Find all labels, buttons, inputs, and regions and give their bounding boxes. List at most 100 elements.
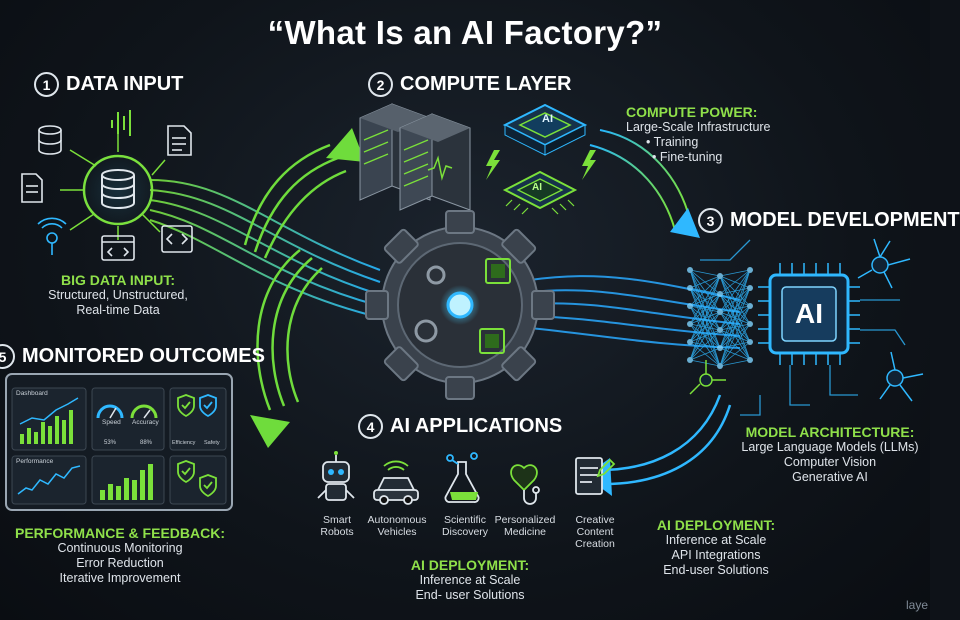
neural-node [687, 285, 693, 291]
database-icon [101, 169, 135, 209]
data-input-line-1: Structured, Unstructured, [48, 288, 188, 302]
neural-node [687, 321, 693, 327]
neural-link [719, 287, 751, 367]
gauge-value-speed: 53% [104, 440, 117, 446]
compute-power-heading: COMPUTE POWER: [626, 104, 758, 120]
model-architecture-description: MODEL ARCHITECTURE: Large Language Model… [730, 424, 930, 485]
performance-line-2: Error Reduction [76, 556, 164, 570]
compute-line-1: Large-Scale Infrastructure [626, 120, 771, 134]
code-box-icon [161, 225, 193, 253]
ai-applications-heading: 4 AI APPLICATIONS [358, 414, 562, 439]
neural-node [747, 321, 753, 327]
app-label-line: Content [576, 526, 614, 538]
performance-line-1: Continuous Monitoring [57, 541, 183, 555]
sensor-icon [37, 217, 67, 255]
data-input-heading: 1 DATA INPUT [34, 72, 183, 97]
neural-link [689, 275, 721, 361]
lightning-icon [486, 150, 596, 180]
model-architecture-heading: MODEL ARCHITECTURE: [745, 424, 915, 440]
app-label-line: Discovery [441, 526, 489, 538]
ai-chip-large [502, 103, 588, 156]
flask-icon [444, 452, 480, 503]
performance-line-3: Iterative Improvement [59, 571, 181, 585]
data-input-title: DATA INPUT [66, 73, 184, 95]
model-chip [758, 263, 860, 365]
neural-node [747, 267, 753, 273]
data-input-line-2: Real-time Data [76, 303, 160, 317]
data-flow-lines [149, 179, 383, 319]
heart-stethoscope-icon [510, 464, 540, 505]
arrow-to-model [589, 129, 691, 231]
app-label-line: Robots [320, 526, 354, 538]
gauge-label-accuracy: Accuracy [132, 419, 159, 426]
document-pen-icon [575, 457, 616, 495]
app-label-line: Medicine [503, 526, 547, 538]
neural-node [717, 327, 723, 333]
model-chip-label: AI [795, 298, 823, 329]
neural-network-left [687, 267, 753, 369]
document-icon [167, 125, 192, 156]
car-icon [373, 460, 419, 505]
server-racks-icon [359, 103, 471, 211]
file-icon [21, 173, 43, 203]
neural-node [687, 267, 693, 273]
app-label-vehicles: Autonomous Vehicles [360, 514, 434, 538]
neural-node [717, 273, 723, 279]
model-deploy-line-1: Inference at Scale [665, 533, 767, 547]
model-deployment-description: AI DEPLOYMENT: Inference at Scale API In… [636, 517, 796, 578]
performance-heading: PERFORMANCE & FEEDBACK: [15, 525, 225, 541]
model-deploy-line-3: End-user Solutions [663, 563, 769, 577]
performance-bars [100, 464, 153, 500]
model-development-title: MODEL DEVELOPMENT [730, 209, 960, 231]
neural-link [719, 269, 751, 367]
neural-link [689, 275, 721, 325]
app-label-robots: Smart Robots [300, 514, 374, 538]
neural-link [689, 347, 721, 361]
compute-chip-label-small: AI [532, 182, 542, 193]
app-label-line: Autonomous [367, 514, 427, 526]
monitored-outcomes-heading: 5 MONITORED OUTCOMES [0, 344, 265, 369]
robot-icon [317, 451, 355, 501]
model-circuit-lines [700, 239, 906, 416]
waveform-icon [111, 110, 131, 136]
neuron-icons [689, 238, 924, 402]
neural-link [719, 269, 751, 277]
dashboard-bars [20, 410, 73, 444]
neural-link [719, 359, 751, 367]
arrow-to-monitoring [256, 249, 323, 411]
neural-node [747, 303, 753, 309]
neural-link [689, 275, 721, 289]
ai-chip-small [502, 170, 578, 215]
app-label-creative: Creative Content Creation [558, 514, 632, 550]
compute-line-3: • Fine-tuning [652, 150, 723, 164]
flow-graphics [5, 103, 924, 511]
app-label-line: Creative [575, 514, 615, 526]
neural-node [717, 345, 723, 351]
neural-node [687, 339, 693, 345]
gauge-label-speed: Speed [102, 419, 121, 426]
model-deployment-heading: AI DEPLOYMENT: [656, 517, 776, 533]
dashboard-panel [5, 373, 233, 511]
app-label-line: Scientific [443, 514, 486, 526]
section-number-5: 5 [0, 344, 15, 369]
compute-layer-title: COMPUTE LAYER [400, 73, 572, 95]
database-small-icon [38, 125, 62, 155]
section-number-2: 2 [368, 72, 393, 97]
data-input-cluster [21, 110, 193, 261]
status-label-safety: Safety [204, 440, 220, 446]
watermark: laye [906, 598, 929, 612]
app-label-line: Personalized [494, 514, 556, 526]
neural-link [719, 341, 751, 367]
neural-node [687, 303, 693, 309]
arrow-to-applications [599, 394, 732, 486]
compute-line-2: • Training [646, 135, 699, 149]
app-label-medicine: Personalized Medicine [488, 514, 562, 538]
arrow-head-compute [326, 128, 365, 162]
performance-description: PERFORMANCE & FEEDBACK: Continuous Monit… [0, 525, 240, 586]
neural-link [719, 269, 751, 295]
compute-chip-label: AI [542, 113, 553, 125]
neural-link [719, 269, 751, 349]
compute-description: COMPUTE POWER: Large-Scale Infrastructur… [626, 104, 771, 165]
code-window-icon [101, 235, 135, 261]
